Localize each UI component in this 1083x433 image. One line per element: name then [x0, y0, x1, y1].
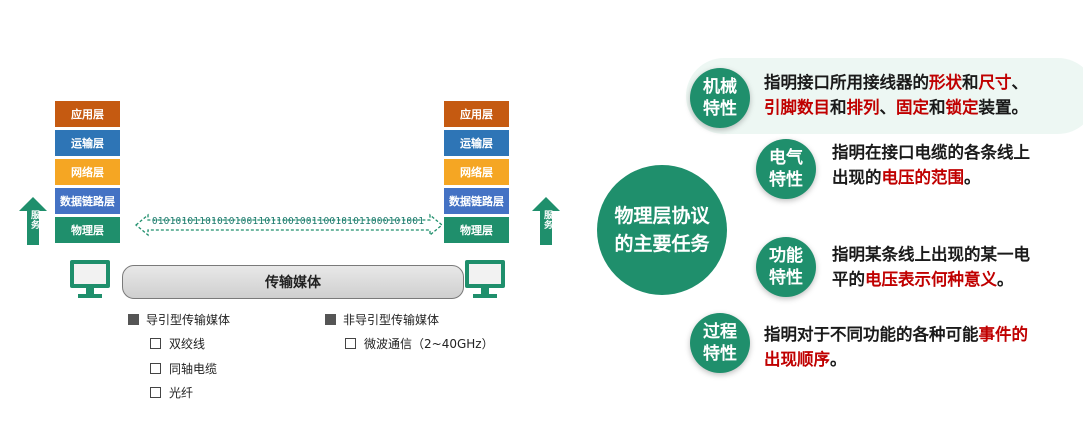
- description-text: 指明接口所用接线器的: [764, 73, 929, 92]
- electrical-description: 指明在接口电缆的各条线上 出现的电压的范围。: [832, 140, 1077, 190]
- badge-line1: 机械: [703, 77, 737, 97]
- guided-item-coax: 同轴电缆: [150, 360, 217, 377]
- guided-item-label: 光纤: [169, 386, 194, 400]
- electrical-desc-line1: 指明在接口电缆的各条线上: [832, 140, 1077, 165]
- left-computer-icon: [70, 260, 110, 298]
- highlighted-term: 电压表示何种意义: [865, 270, 997, 289]
- badge-line2: 特性: [769, 268, 803, 288]
- description-text: 指明对于不同功能的各种可能: [764, 325, 979, 344]
- empty-square-icon: [150, 338, 161, 349]
- bit-stream: 0101010110101010011011001001100101011000…: [151, 216, 425, 227]
- right-transport-layer: 运输层: [443, 129, 510, 157]
- transmission-medium-bar: 传输媒体: [122, 265, 464, 299]
- description-text: 和: [962, 73, 979, 92]
- description-text: 指明在接口电缆的各条线上: [832, 143, 1030, 162]
- empty-square-icon: [150, 387, 161, 398]
- highlighted-term: 事件的: [978, 325, 1029, 344]
- highlighted-term: 锁定: [945, 98, 979, 117]
- electrical-characteristic-badge: 电气 特性: [756, 139, 816, 199]
- badge-line1: 过程: [703, 322, 737, 342]
- highlighted-term: 引脚数目: [764, 98, 830, 117]
- electrical-desc-line2: 出现的电压的范围。: [832, 165, 1077, 190]
- highlighted-term: 尺寸: [978, 73, 1012, 92]
- left-datalink-layer: 数据链路层: [54, 187, 121, 215]
- badge-line1: 电气: [769, 148, 803, 168]
- center-topic-circle: 物理层协议 的主要任务: [597, 165, 727, 295]
- description-text: 和: [929, 98, 946, 117]
- highlighted-term: 固定: [896, 98, 929, 117]
- left-transport-layer: 运输层: [54, 129, 121, 157]
- filled-square-icon: [325, 314, 336, 325]
- mechanical-desc-line1: 指明接口所用接线器的形状和尺寸、: [764, 70, 1083, 95]
- right-application-layer: 应用层: [443, 100, 510, 128]
- highlighted-term: 形状: [929, 73, 962, 92]
- description-text: 装置。: [978, 98, 1029, 117]
- bit-transfer-arrow: [134, 213, 444, 237]
- guided-media-heading: 导引型传输媒体: [128, 311, 230, 328]
- badge-line2: 特性: [703, 344, 737, 364]
- unguided-media-heading: 非导引型传输媒体: [325, 311, 439, 328]
- empty-square-icon: [345, 338, 356, 349]
- left-service-label: 服务: [29, 210, 39, 230]
- guided-item-fiber: 光纤: [150, 384, 193, 401]
- right-service-arrow-icon: [532, 197, 560, 245]
- center-topic-line1: 物理层协议: [614, 205, 710, 227]
- description-text: 、: [1011, 73, 1029, 92]
- badge-line1: 功能: [769, 246, 803, 266]
- procedural-desc-line1: 指明对于不同功能的各种可能事件的: [764, 322, 1083, 347]
- left-service-arrow-icon: [19, 197, 47, 245]
- guided-item-label: 同轴电缆: [169, 362, 218, 376]
- right-datalink-layer: 数据链路层: [443, 187, 510, 215]
- functional-description: 指明某条线上出现的某一电 平的电压表示何种意义。: [832, 242, 1077, 292]
- unguided-media-title: 非导引型传输媒体: [343, 313, 440, 327]
- description-text: 指明某条线上出现的某一电: [832, 245, 1030, 264]
- mechanical-characteristic-badge: 机械 特性: [690, 68, 750, 128]
- mechanical-description: 指明接口所用接线器的形状和尺寸、 引脚数目和排列、固定和锁定装置。: [764, 70, 1083, 120]
- badge-line2: 特性: [769, 170, 803, 190]
- procedural-description: 指明对于不同功能的各种可能事件的 出现顺序。: [764, 322, 1083, 372]
- highlighted-term: 电压的范围: [881, 168, 965, 187]
- procedural-characteristic-badge: 过程 特性: [690, 313, 750, 373]
- guided-item-twisted-pair: 双绞线: [150, 335, 205, 352]
- procedural-desc-line2: 出现顺序。: [764, 347, 1083, 372]
- unguided-item-microwave: 微波通信（2~40GHz）: [345, 335, 494, 352]
- description-text: 平的: [832, 270, 865, 289]
- center-topic-line2: 的主要任务: [614, 233, 710, 255]
- left-physical-layer: 物理层: [54, 216, 121, 244]
- badge-line2: 特性: [703, 99, 737, 119]
- filled-square-icon: [128, 314, 139, 325]
- functional-characteristic-badge: 功能 特性: [756, 237, 816, 297]
- functional-desc-line1: 指明某条线上出现的某一电: [832, 242, 1077, 267]
- empty-square-icon: [150, 363, 161, 374]
- right-computer-icon: [465, 260, 505, 298]
- highlighted-term: 出现顺序: [764, 350, 830, 369]
- description-text: 出现的: [832, 168, 882, 187]
- description-text: 、: [879, 98, 897, 117]
- highlight-band: [686, 58, 1083, 134]
- right-physical-layer: 物理层: [443, 216, 510, 244]
- description-text: 。: [997, 270, 1014, 289]
- guided-item-label: 双绞线: [169, 337, 206, 351]
- unguided-item-label: 微波通信（2~40GHz）: [364, 337, 494, 351]
- functional-desc-line2: 平的电压表示何种意义。: [832, 267, 1077, 292]
- description-text: 。: [830, 350, 847, 369]
- description-text: 。: [964, 168, 981, 187]
- description-text: 和: [830, 98, 847, 117]
- highlighted-term: 排列: [846, 98, 880, 117]
- right-network-layer: 网络层: [443, 158, 510, 186]
- right-service-label: 服务: [542, 210, 552, 230]
- transmission-medium-label: 传输媒体: [265, 275, 321, 291]
- left-application-layer: 应用层: [54, 100, 121, 128]
- guided-media-title: 导引型传输媒体: [146, 313, 231, 327]
- left-network-layer: 网络层: [54, 158, 121, 186]
- mechanical-desc-line2: 引脚数目和排列、固定和锁定装置。: [764, 95, 1083, 120]
